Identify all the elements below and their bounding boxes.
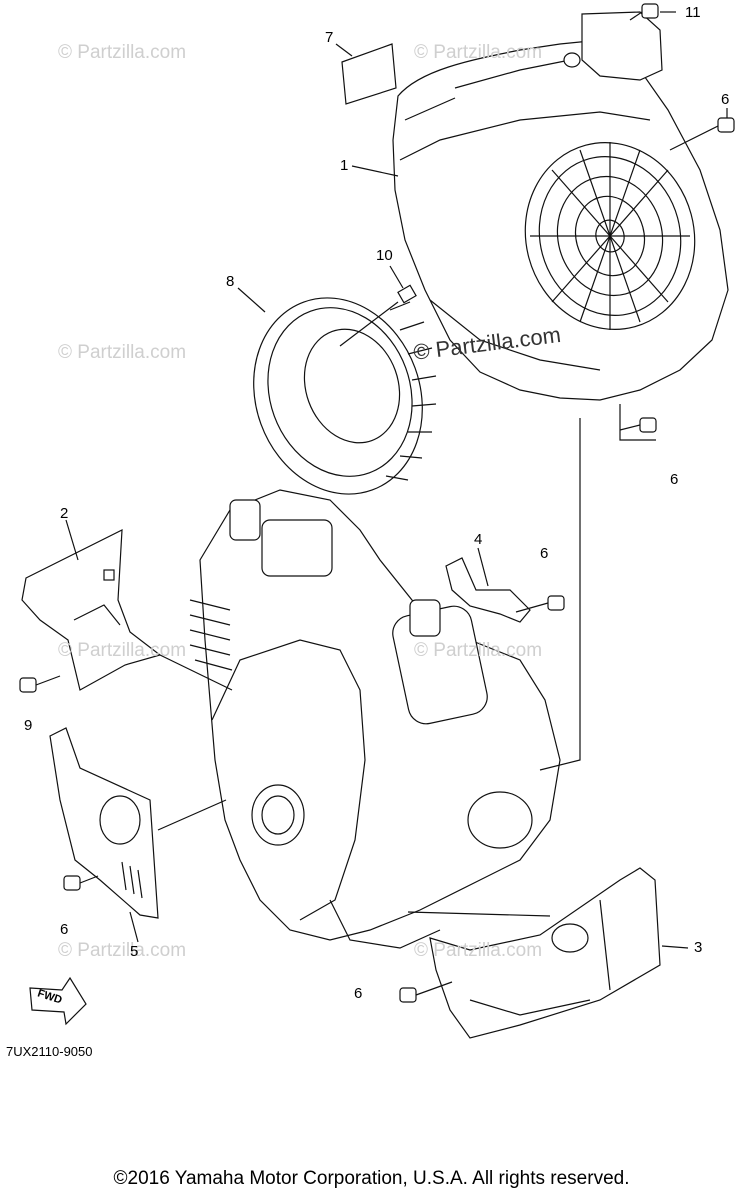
callout-1: 1 [340,157,349,174]
part-4-plate [445,557,531,623]
bolt-6-top-right [669,117,735,151]
part-7-label [341,43,397,105]
watermark: © Partzilla.com [58,940,187,961]
diagram-code: 7UX2110-9050 [6,1044,93,1059]
watermark: © Partzilla.com [58,342,187,363]
callout-6: 6 [721,91,730,108]
bolt-9 [19,675,61,693]
callout-6: 6 [354,985,363,1002]
callout-6: 6 [540,545,549,562]
watermark: © Partzilla.com [414,940,543,961]
callout-3: 3 [694,939,703,956]
bolt-10 [339,284,417,347]
bolt-6-left [63,875,99,891]
callout-10: 10 [376,247,393,264]
callout-7: 7 [325,29,334,46]
callout-8: 8 [226,273,235,290]
watermark: © Partzilla.com [58,42,187,63]
engine-block [189,489,561,949]
part-8-flywheel [253,297,437,495]
watermark: © Partzilla.com [58,640,187,661]
callout-6: 6 [670,471,679,488]
callout-6: 6 [60,921,69,938]
callout-4: 4 [474,531,483,548]
bolt-6-right-upper [619,417,657,433]
bolt-6-bottom [399,981,453,1003]
copyright-notice: ©2016 Yamaha Motor Corporation, U.S.A. A… [113,1168,630,1189]
fwd-arrow [29,976,87,1026]
watermark: © Partzilla.com [414,640,543,661]
bolt-11 [629,3,659,21]
callout-9: 9 [24,717,33,734]
callout-2: 2 [60,505,69,522]
bolt-6-right-mid [515,595,565,613]
watermark: © Partzilla.com [414,42,543,63]
part-5-cover [49,727,159,919]
part-3-cover [429,867,661,1039]
callout-11: 11 [685,4,701,21]
callout-5: 5 [130,943,139,960]
part-2-cover [21,529,162,691]
